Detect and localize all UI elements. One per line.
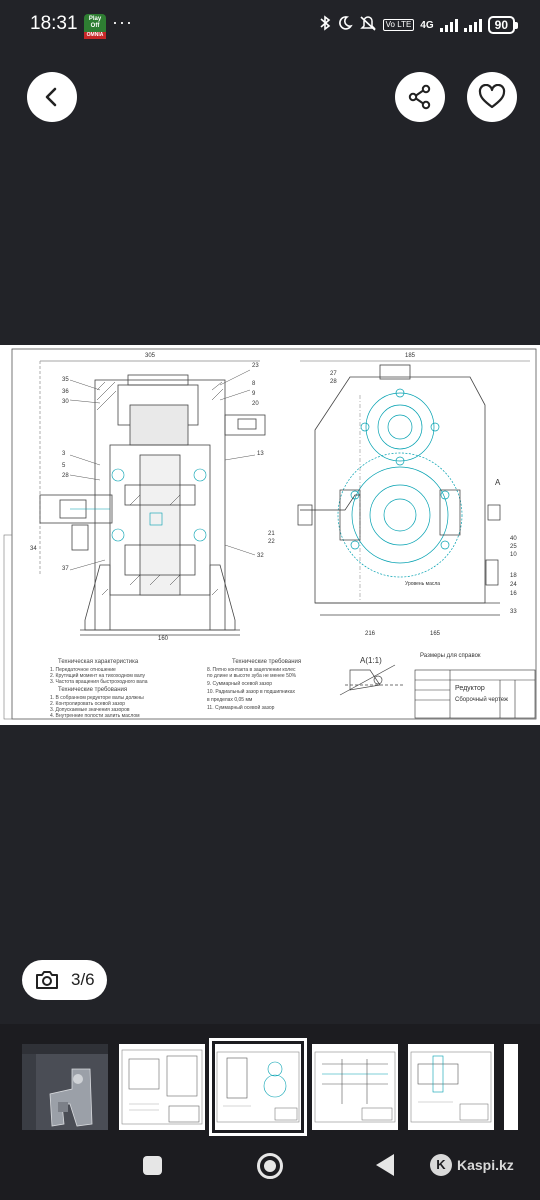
svg-text:18: 18 (510, 573, 517, 579)
tech-char-title: Техническая характеристика (58, 659, 139, 665)
thumbnail-4[interactable] (312, 1044, 398, 1130)
heart-icon (478, 84, 506, 109)
playoff-app-icon: Play Off OMNIA (84, 14, 106, 39)
svg-text:24: 24 (510, 582, 517, 588)
thumbnail-3d-model (22, 1044, 108, 1130)
battery-icon: 90 (487, 16, 518, 34)
svg-text:1. В собранном редукторе валы: 1. В собранном редукторе валы должны (50, 695, 144, 701)
thumbnail-drawing-4 (314, 1051, 396, 1123)
stamp-title-1: Редуктор (455, 685, 485, 692)
home-button[interactable] (257, 1153, 283, 1179)
svg-text:5: 5 (62, 463, 66, 469)
svg-text:28: 28 (330, 379, 337, 385)
svg-text:35: 35 (62, 377, 69, 383)
svg-text:34: 34 (30, 546, 37, 552)
network-type: 4G (420, 19, 434, 31)
muted-icon (359, 15, 377, 36)
svg-text:1. Передаточное отношение: 1. Передаточное отношение (50, 667, 116, 673)
svg-text:40: 40 (510, 536, 517, 542)
svg-text:10. Радиальный зазор в подшипн: 10. Радиальный зазор в подшипниках (207, 688, 296, 695)
thumbnail-drawing-3 (216, 1051, 300, 1123)
svg-text:305: 305 (145, 353, 156, 359)
thumbnail-strip[interactable] (0, 1024, 540, 1136)
back-button[interactable] (27, 72, 77, 122)
image-counter-text: 3/6 (71, 970, 95, 989)
svg-text:32: 32 (257, 553, 264, 559)
favorite-button[interactable] (467, 72, 517, 122)
svg-text:22: 22 (268, 539, 275, 545)
svg-text:20: 20 (252, 401, 259, 407)
thumbnail-drawing-2 (121, 1049, 203, 1125)
battery-level: 90 (487, 16, 515, 34)
image-counter[interactable]: 3/6 (22, 960, 107, 1000)
svg-text:25: 25 (510, 544, 517, 550)
svg-text:4. Внутренние полости залить м: 4. Внутренние полости залить маслом (50, 713, 140, 719)
signal-strength-icon (439, 18, 458, 32)
svg-text:36: 36 (62, 389, 69, 395)
app-badge-top: Play Off (88, 16, 102, 29)
svg-text:Уровень масла: Уровень масла (405, 581, 440, 587)
volte-icon: Vo LTE (382, 19, 415, 31)
tech-req-title-2: Технические требования (232, 659, 301, 665)
svg-text:165: 165 (430, 631, 441, 637)
app-badge-bottom: OMNIA (84, 32, 106, 39)
thumbnail-6[interactable] (504, 1044, 518, 1130)
svg-text:2. Контролировать осевой зазор: 2. Контролировать осевой зазор (50, 700, 125, 707)
thumbnail-3-selected[interactable] (209, 1038, 307, 1136)
signal-strength-icon-2 (463, 18, 482, 32)
tech-req-title: Технические требования (58, 687, 127, 693)
svg-text:160: 160 (158, 636, 169, 642)
svg-text:9. Суммарный осевой зазор: 9. Суммарный осевой зазор (207, 680, 272, 687)
stamp-title-2: Сборочный чертеж (455, 696, 508, 703)
do-not-disturb-moon-icon (337, 15, 353, 36)
svg-text:3. Допускаемые значения зазоро: 3. Допускаемые значения зазоров (50, 707, 130, 713)
svg-text:27: 27 (330, 371, 337, 377)
thumbnail-5[interactable] (408, 1044, 494, 1130)
thumbnail-2[interactable] (119, 1044, 205, 1130)
svg-text:8. Пятно контакта в зацеплении: 8. Пятно контакта в зацеплении колес (207, 667, 296, 673)
svg-text:3. Частота вращения быстроходн: 3. Частота вращения быстроходного вала (50, 679, 148, 685)
stamp-note: Размеры для справок (420, 653, 481, 659)
svg-text:16: 16 (510, 591, 517, 597)
share-icon (408, 84, 431, 110)
svg-text:по длине и высоте зуба не мене: по длине и высоте зуба не менее 50% (207, 673, 297, 679)
svg-text:30: 30 (62, 399, 69, 405)
svg-text:11. Суммарный осевой зазор: 11. Суммарный осевой зазор (207, 704, 275, 711)
chevron-left-icon (45, 87, 57, 107)
svg-text:в пределах 0,05 мм: в пределах 0,05 мм (207, 697, 253, 703)
thumbnail-1[interactable] (22, 1044, 108, 1130)
kaspi-logo-icon: K (430, 1154, 452, 1176)
svg-text:23: 23 (252, 363, 259, 369)
svg-text:21: 21 (268, 531, 275, 537)
svg-text:37: 37 (62, 566, 69, 572)
system-nav-bar: K Kaspi.kz (0, 1136, 540, 1200)
kaspi-watermark: K Kaspi.kz (430, 1154, 514, 1176)
svg-text:9: 9 (252, 391, 256, 397)
bluetooth-icon (319, 14, 331, 36)
svg-text:8: 8 (252, 381, 256, 387)
svg-text:2. Крутящий момент на тихоходн: 2. Крутящий момент на тихоходном валу (50, 672, 146, 679)
thumbnail-drawing-5 (410, 1051, 492, 1123)
system-back-button[interactable] (376, 1154, 394, 1176)
svg-text:216: 216 (365, 631, 376, 637)
recents-button[interactable] (143, 1156, 162, 1175)
more-notifications-icon: ··· (112, 12, 133, 32)
status-time: 18:31 (30, 13, 78, 34)
camera-icon (36, 971, 58, 989)
svg-text:13: 13 (257, 451, 264, 457)
svg-text:33: 33 (510, 609, 517, 615)
view-label-a: A (495, 478, 501, 487)
kaspi-brand-text: Kaspi.kz (457, 1157, 514, 1173)
svg-text:10: 10 (510, 552, 517, 558)
status-bar: 18:31 Play Off OMNIA ··· Vo LTE 4G 90 (0, 0, 540, 50)
svg-text:185: 185 (405, 353, 416, 359)
svg-text:28: 28 (62, 473, 69, 479)
section-label: A(1:1) (360, 656, 382, 665)
share-button[interactable] (395, 72, 445, 122)
status-icons: Vo LTE 4G 90 (319, 13, 518, 37)
svg-text:3: 3 (62, 451, 66, 457)
